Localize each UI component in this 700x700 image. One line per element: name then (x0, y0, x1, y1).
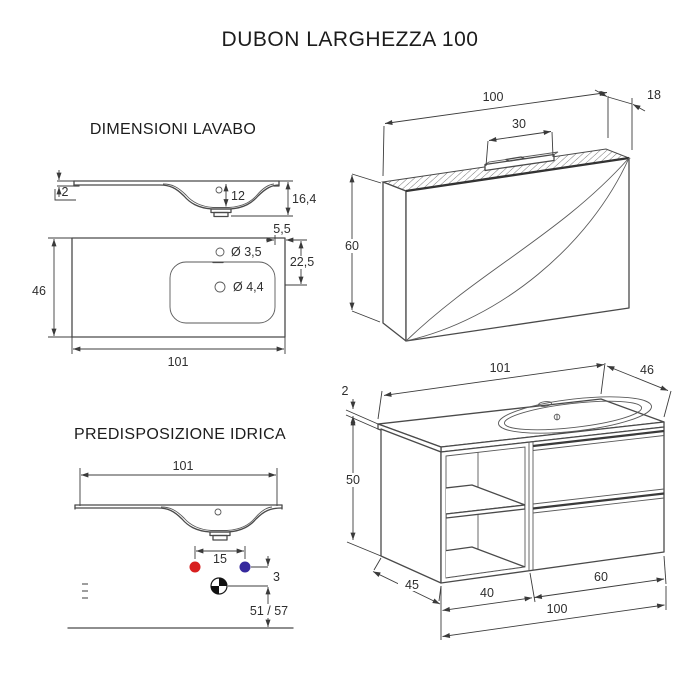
mirror-reflection-curve (405, 157, 630, 342)
dim-tap-spacing: 15 (194, 546, 246, 566)
dim-drawers-width: 60 (534, 555, 667, 599)
dim-label: 60 (594, 570, 608, 584)
dim-label: 16,4 (292, 192, 316, 206)
overflow-hole-plan (215, 247, 225, 257)
dim-label: 2 (342, 384, 349, 398)
dim-label: 46 (640, 363, 654, 377)
dim-total-width: 100 (442, 586, 667, 638)
hot-water-point (189, 561, 201, 573)
dim-hole-offset: 22,5 (285, 239, 316, 286)
dim-label: 15 (213, 552, 227, 566)
faucet-hole (538, 401, 552, 407)
dim-label: 50 (346, 473, 360, 487)
cabinet-left-side (380, 428, 442, 584)
mirror-cabinet-drawing: 30 100 18 60 (342, 88, 661, 342)
integrated-basin (498, 396, 652, 434)
dim-mirror-height: 60 (342, 173, 382, 323)
dim-top-thickness: 2 (342, 384, 379, 430)
dim-label: 2 (62, 185, 69, 199)
dim-label-supply-height: 51 / 57 (250, 604, 288, 618)
page-title: DUBON LARGHEZZA 100 (221, 28, 479, 51)
mirror-left-side (382, 181, 407, 342)
dim-label: 46 (32, 284, 46, 298)
vanity-unit-drawing: 101 46 2 50 (342, 361, 672, 640)
dim-vanity-top-width: 101 (377, 361, 606, 420)
dim-plan-width: 101 (71, 337, 286, 369)
dim-label: 45 (405, 578, 419, 592)
section-heading-predisposizione-idrica: PREDISPOSIZIONE IDRICA (74, 426, 286, 443)
dim-vanity-top-depth: 46 (606, 363, 672, 418)
drawers (532, 429, 665, 514)
mirror-lamp (484, 151, 559, 172)
dim-label: 40 (480, 586, 494, 600)
dim-plan-depth: 46 (32, 237, 72, 338)
faucet-hole-plan (214, 281, 226, 293)
drawer-handle-groove (532, 429, 665, 448)
open-shelf-compartment (445, 446, 526, 579)
dim-mirror-width: 100 (382, 90, 609, 177)
dim-mirror-depth: 18 (594, 88, 661, 150)
overflow-hole-side (215, 186, 223, 194)
dim-label: 12 (231, 189, 245, 203)
drain-symbol (210, 577, 228, 595)
dim-body-height: 50 (343, 418, 382, 557)
mirror-reflection-curve (405, 157, 630, 342)
dim-body-depth: 45 (372, 557, 442, 605)
dim-label: 101 (490, 361, 511, 375)
dim-label: 22,5 (290, 255, 314, 269)
cabinet-divider (528, 441, 534, 571)
dim-label: 100 (483, 90, 504, 104)
dim-label-width: 101 (173, 459, 194, 473)
dim-basin-depth: 12 (223, 184, 245, 207)
dim-sink-thickness: 2 (54, 170, 76, 201)
sink-plan-view-drawing: Ø 3,5 Ø 4,4 46 101 5,5 (32, 222, 316, 369)
hole-diameter-label: Ø 3,5 (231, 245, 262, 259)
dim-label: 18 (647, 88, 661, 102)
sink-side-profile-drawing: 2 12 16,4 (54, 170, 316, 218)
cabinet-front (440, 426, 665, 584)
dim-label: 5,5 (273, 222, 290, 236)
dim-label: 60 (345, 239, 359, 253)
water-supply-drawing: 101 15 (67, 459, 294, 629)
dim-label-drain-gap: 3 (273, 570, 280, 584)
drawer-handle-groove (532, 492, 665, 510)
dim-sink-total-height: 16,4 (231, 180, 316, 217)
cold-water-point (239, 561, 251, 573)
dim-label: 30 (512, 117, 526, 131)
dim-label: 100 (547, 602, 568, 616)
dim-label: 101 (168, 355, 189, 369)
wall-marks (82, 583, 88, 599)
section-heading-dimensioni-lavabo: DIMENSIONI LAVABO (89, 121, 257, 138)
hole-diameter-label: Ø 4,4 (233, 280, 264, 294)
